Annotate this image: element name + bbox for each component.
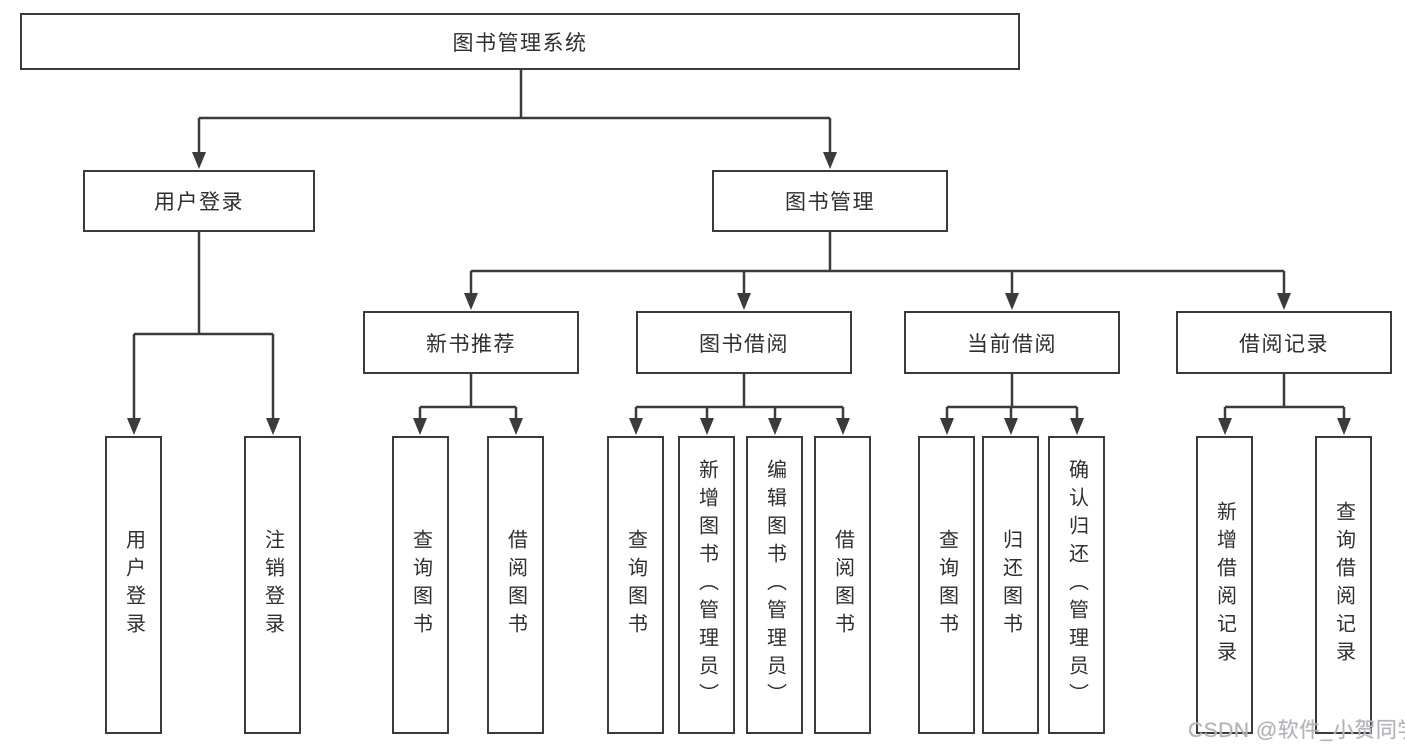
leaf-label: 查询图书 [935, 529, 958, 641]
leaf-user-login: 用户登录 [105, 436, 162, 734]
leaf-label: 确认归还（管理员） [1065, 459, 1088, 711]
leaf-logout: 注销登录 [244, 436, 301, 734]
leaf-br-query-record: 查询借阅记录 [1315, 436, 1372, 734]
leaf-label: 编辑图书（管理员） [763, 459, 786, 711]
node-user-login: 用户登录 [83, 170, 315, 232]
leaf-label: 查询图书 [409, 529, 432, 641]
leaf-br-add-record: 新增借阅记录 [1196, 436, 1253, 734]
leaf-cb-confirm-return-admin: 确认归还（管理员） [1048, 436, 1105, 734]
node-borrowing-records: 借阅记录 [1176, 311, 1392, 374]
watermark: CSDN @软件_小贺同学 [1188, 719, 1405, 742]
node-book-borrowing: 图书借阅 [636, 311, 852, 374]
leaf-cb-return-books: 归还图书 [982, 436, 1039, 734]
arrowheads [127, 152, 1351, 435]
leaf-label: 借阅图书 [504, 529, 527, 641]
node-book-management: 图书管理 [712, 170, 948, 232]
leaf-nb-query-books: 查询图书 [392, 436, 449, 734]
node-new-book-recommend: 新书推荐 [363, 311, 579, 374]
leaf-label: 查询图书 [624, 529, 647, 641]
leaf-label: 查询借阅记录 [1332, 501, 1355, 669]
leaf-label: 新增图书（管理员） [695, 459, 718, 711]
leaf-nb-borrow-books: 借阅图书 [487, 436, 544, 734]
leaf-bb-query-books: 查询图书 [607, 436, 664, 734]
leaf-label: 借阅图书 [831, 529, 854, 641]
leaf-bb-borrow-books: 借阅图书 [814, 436, 871, 734]
leaf-bb-add-books-admin: 新增图书（管理员） [678, 436, 735, 734]
leaf-bb-edit-books-admin: 编辑图书（管理员） [746, 436, 803, 734]
leaf-label: 归还图书 [999, 529, 1022, 641]
leaf-cb-query-books: 查询图书 [918, 436, 975, 734]
leaf-label: 注销登录 [261, 529, 284, 641]
node-root: 图书管理系统 [20, 13, 1020, 70]
leaf-label: 用户登录 [122, 529, 145, 641]
leaf-label: 新增借阅记录 [1213, 501, 1236, 669]
node-current-borrowing: 当前借阅 [904, 311, 1120, 374]
